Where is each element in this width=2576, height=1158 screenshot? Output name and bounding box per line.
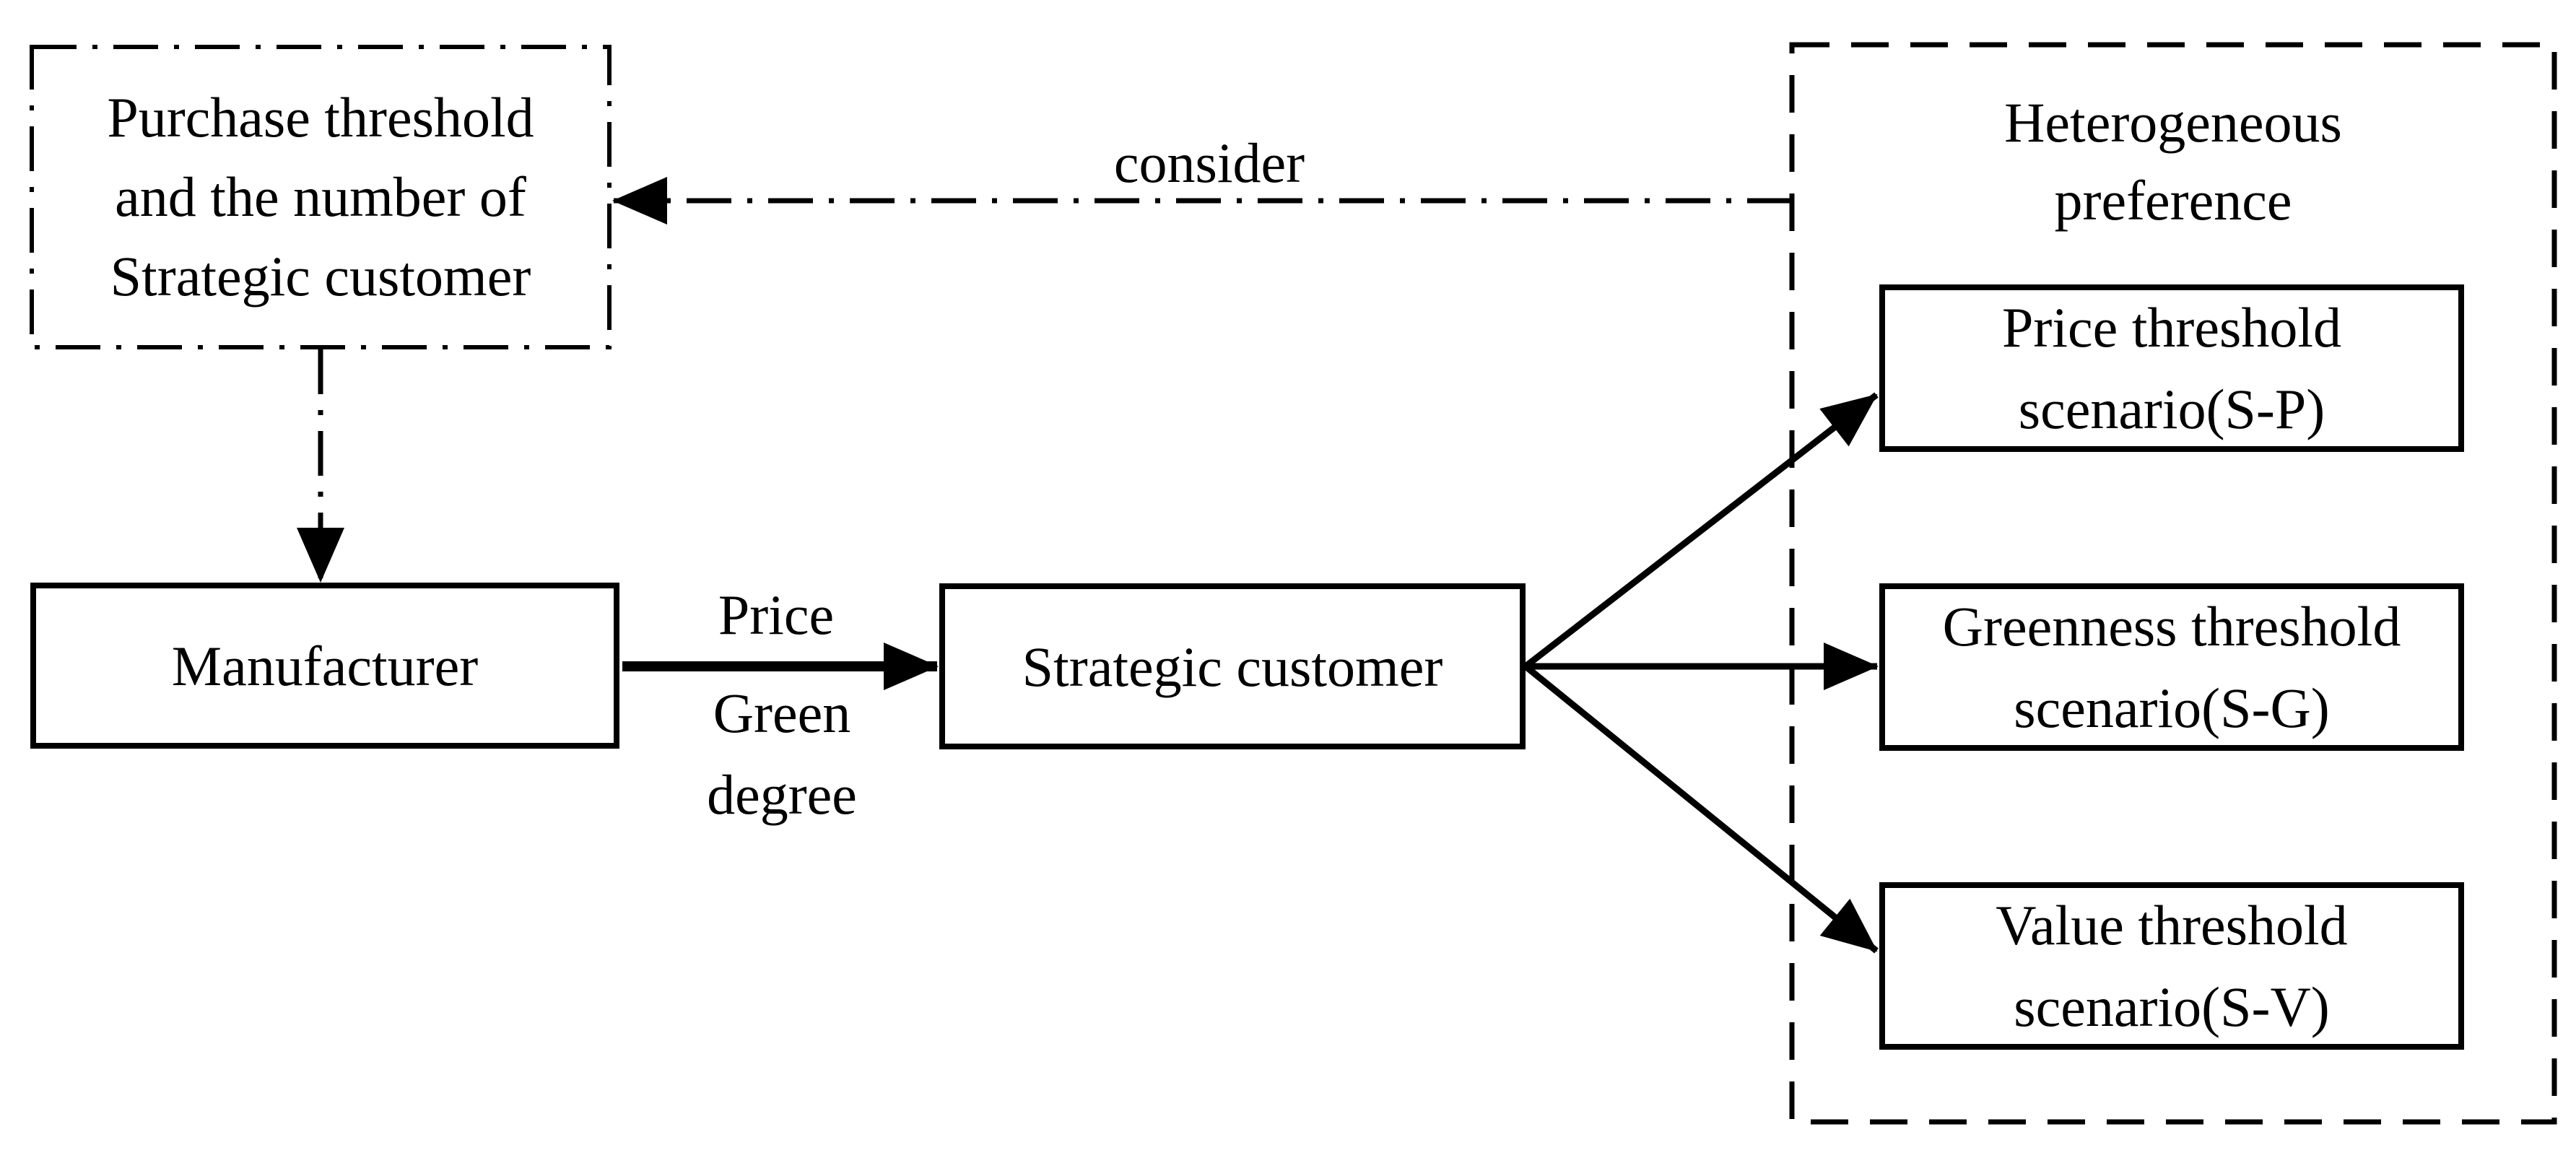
heterogeneous-preference-title: Heterogeneous preference [1842,84,2505,240]
scenario-value-line-1: Value threshold [1996,894,2348,957]
strategic-customer-box: Strategic customer [939,583,1526,749]
green-degree-line-1: Green [713,682,851,744]
heterogeneous-title-line-2: preference [2054,169,2292,232]
purchase-threshold-box: Purchase threshold and the number of Str… [32,47,609,347]
purchase-threshold-line-3: Strategic customer [110,245,531,308]
scenario-greenness-line-2: scenario(S-G) [2014,676,2330,739]
scenario-greenness-line-1: Greenness threshold [1942,595,2401,658]
scenario-box-greenness: Greenness threshold scenario(S-G) [1879,583,2464,751]
customer-to-value-scenario-arrow [1523,663,1879,954]
green-degree-line-2: degree [707,763,857,826]
scenario-price-line-2: scenario(S-P) [2018,378,2325,440]
heterogeneous-preference-box-border [1789,42,2557,1125]
scenario-box-value: Value threshold scenario(S-V) [1879,882,2464,1050]
customer-to-price-scenario-arrow [1523,392,1879,669]
manufacturer-box: Manufacturer [30,583,619,749]
strategic-customer-label: Strategic customer [1022,635,1443,698]
scenario-value-line-2: scenario(S-V) [2014,975,2330,1038]
scenario-price-line-1: Price threshold [2001,296,2342,359]
manufacturer-label: Manufacturer [171,634,479,697]
heterogeneous-title-line-1: Heterogeneous [2004,91,2342,154]
scenario-box-price: Price threshold scenario(S-P) [1879,284,2464,452]
purchase-threshold-line-2: and the number of [115,165,526,228]
green-degree-label: Green degree [652,672,912,835]
purchase-threshold-line-1: Purchase threshold [107,86,534,149]
price-label: Price [718,583,835,646]
consider-label: consider [1113,131,1305,194]
purchase-threshold-box-border [30,45,612,349]
